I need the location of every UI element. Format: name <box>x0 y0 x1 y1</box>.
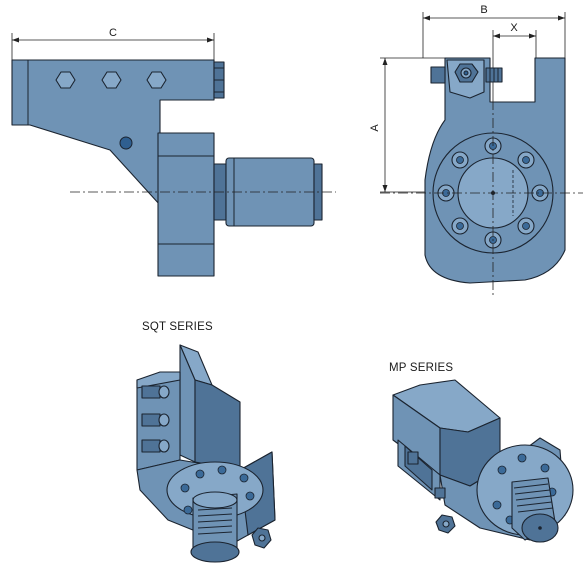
mp-series-label: MP SERIES <box>389 362 453 374</box>
sqt-series-label: SQT SERIES <box>142 321 213 333</box>
front-left-screw <box>430 66 446 84</box>
dimension-c: C <box>11 27 215 60</box>
dimension-a-label: A <box>369 124 381 132</box>
dimension-x-label: X <box>510 22 518 34</box>
dimension-x: X <box>492 22 537 100</box>
sqt-bolt-column <box>141 385 170 453</box>
mp-set-screw-1 <box>434 487 446 499</box>
dimension-b-label: B <box>480 4 487 16</box>
dimension-c-label: C <box>109 27 117 39</box>
dimension-a: A <box>369 57 455 193</box>
side-bolt-row <box>55 71 167 89</box>
sqt-series-isometric <box>136 344 276 563</box>
sqt-spindle-end <box>190 541 240 563</box>
front-view: B X A <box>369 4 583 296</box>
dimension-b: B <box>422 4 566 58</box>
side-pin-hole <box>119 136 133 150</box>
mp-series-isometric <box>392 379 574 543</box>
side-view: C <box>11 27 336 277</box>
side-flange <box>157 132 215 277</box>
